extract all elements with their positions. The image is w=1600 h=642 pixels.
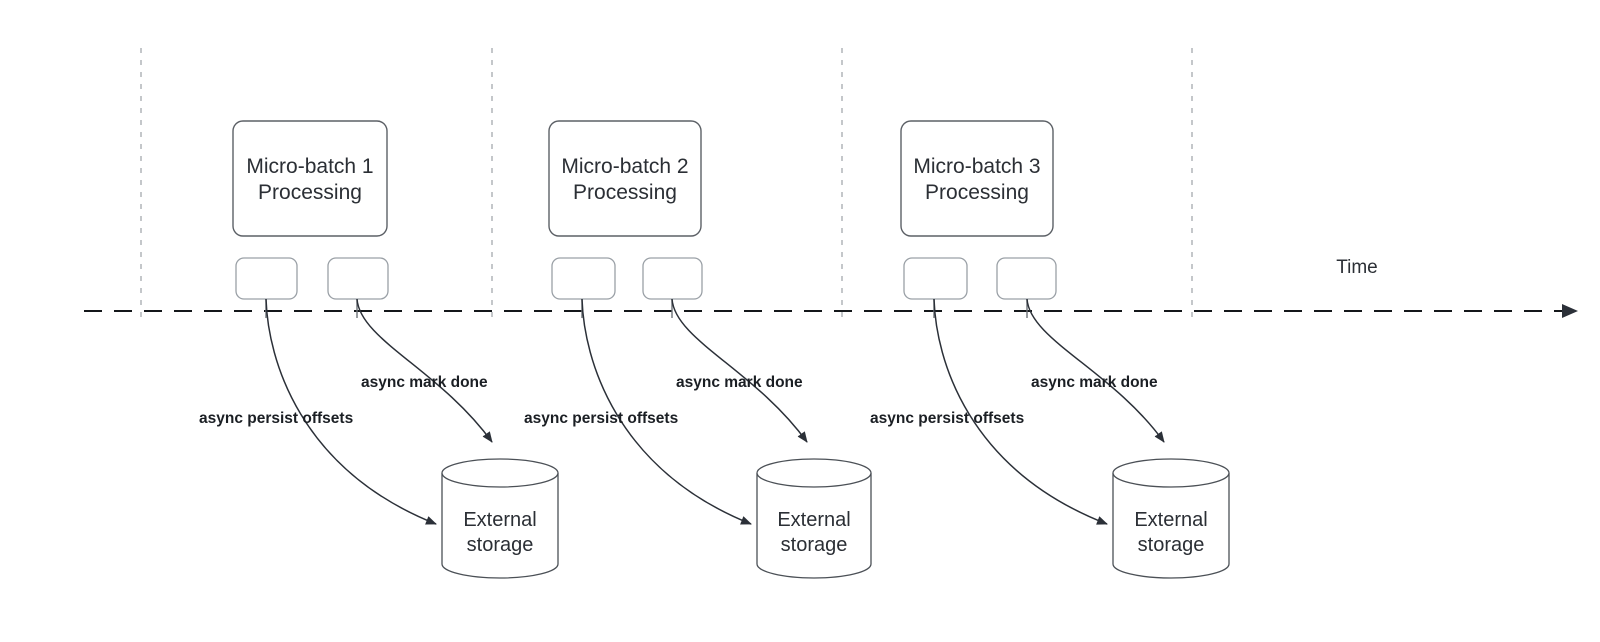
micro-batch-groups: Micro-batch 1ProcessingExternalstorageMi… [232,120,1230,579]
flow-labels: async persist offsets async mark done asyn… [199,374,1158,427]
persist-edge-3 [933,298,1108,525]
persist-task-1[interactable] [235,257,298,300]
external-storage-label-line1-1: External [463,509,536,531]
external-storage-cylinder-top-1[interactable] [441,458,559,488]
external-storage-cylinder-top-3[interactable] [1112,458,1230,488]
micro-batch-box-1[interactable] [232,120,388,237]
mark-done-edge-2 [671,298,808,443]
persist-task-2[interactable] [551,257,616,300]
timeline-tick-group [140,48,1193,322]
mark-done-edge-1 [356,298,493,443]
external-storage-label-line1-3: External [1134,509,1207,531]
external-storage-cylinder-body-2 [756,473,872,579]
persist-edge-2-label: async persist offsets [524,410,678,427]
persist-edge-1 [265,298,437,525]
external-storage-cylinder-body-1 [441,473,559,579]
micro-batch-box-2[interactable] [548,120,702,237]
micro-batch-label-line2-1: Processing [258,181,362,204]
external-storage-cylinder-top-2[interactable] [756,458,872,488]
micro-batch-label-line1-1: Micro-batch 1 [246,155,373,178]
micro-batch-box-3[interactable] [900,120,1054,237]
time-axis-label: Time [1336,257,1378,278]
micro-batch-label-line2-3: Processing [925,181,1029,204]
persist-task-3[interactable] [903,257,968,300]
micro-batch-label-line1-2: Micro-batch 2 [561,155,688,178]
persist-edge-1-label: async persist offsets [199,410,353,427]
mark-done-edge-3-label: async mark done [1031,374,1158,391]
micro-batch-label-line1-3: Micro-batch 3 [913,155,1040,178]
mark-done-task-2[interactable] [642,257,703,300]
persist-edge-2 [581,298,752,525]
external-storage-label-line2-2: storage [781,534,848,556]
mark-done-task-1[interactable] [327,257,389,300]
external-storage-label-line1-2: External [777,509,850,531]
mark-done-edge-3 [1026,298,1165,443]
mark-done-task-3[interactable] [996,257,1057,300]
external-storage-cylinder-body-3 [1112,473,1230,579]
external-storage-label-line2-3: storage [1138,534,1205,556]
timeline-arrow-icon [1562,304,1578,318]
timeline-axis-group [84,304,1578,318]
persist-edge-3-label: async persist offsets [870,410,1024,427]
mark-done-edge-2-label: async mark done [676,374,803,391]
mark-done-edge-1-label: async mark done [361,374,488,391]
micro-batch-label-line2-2: Processing [573,181,677,204]
external-storage-label-line2-1: storage [467,534,534,556]
